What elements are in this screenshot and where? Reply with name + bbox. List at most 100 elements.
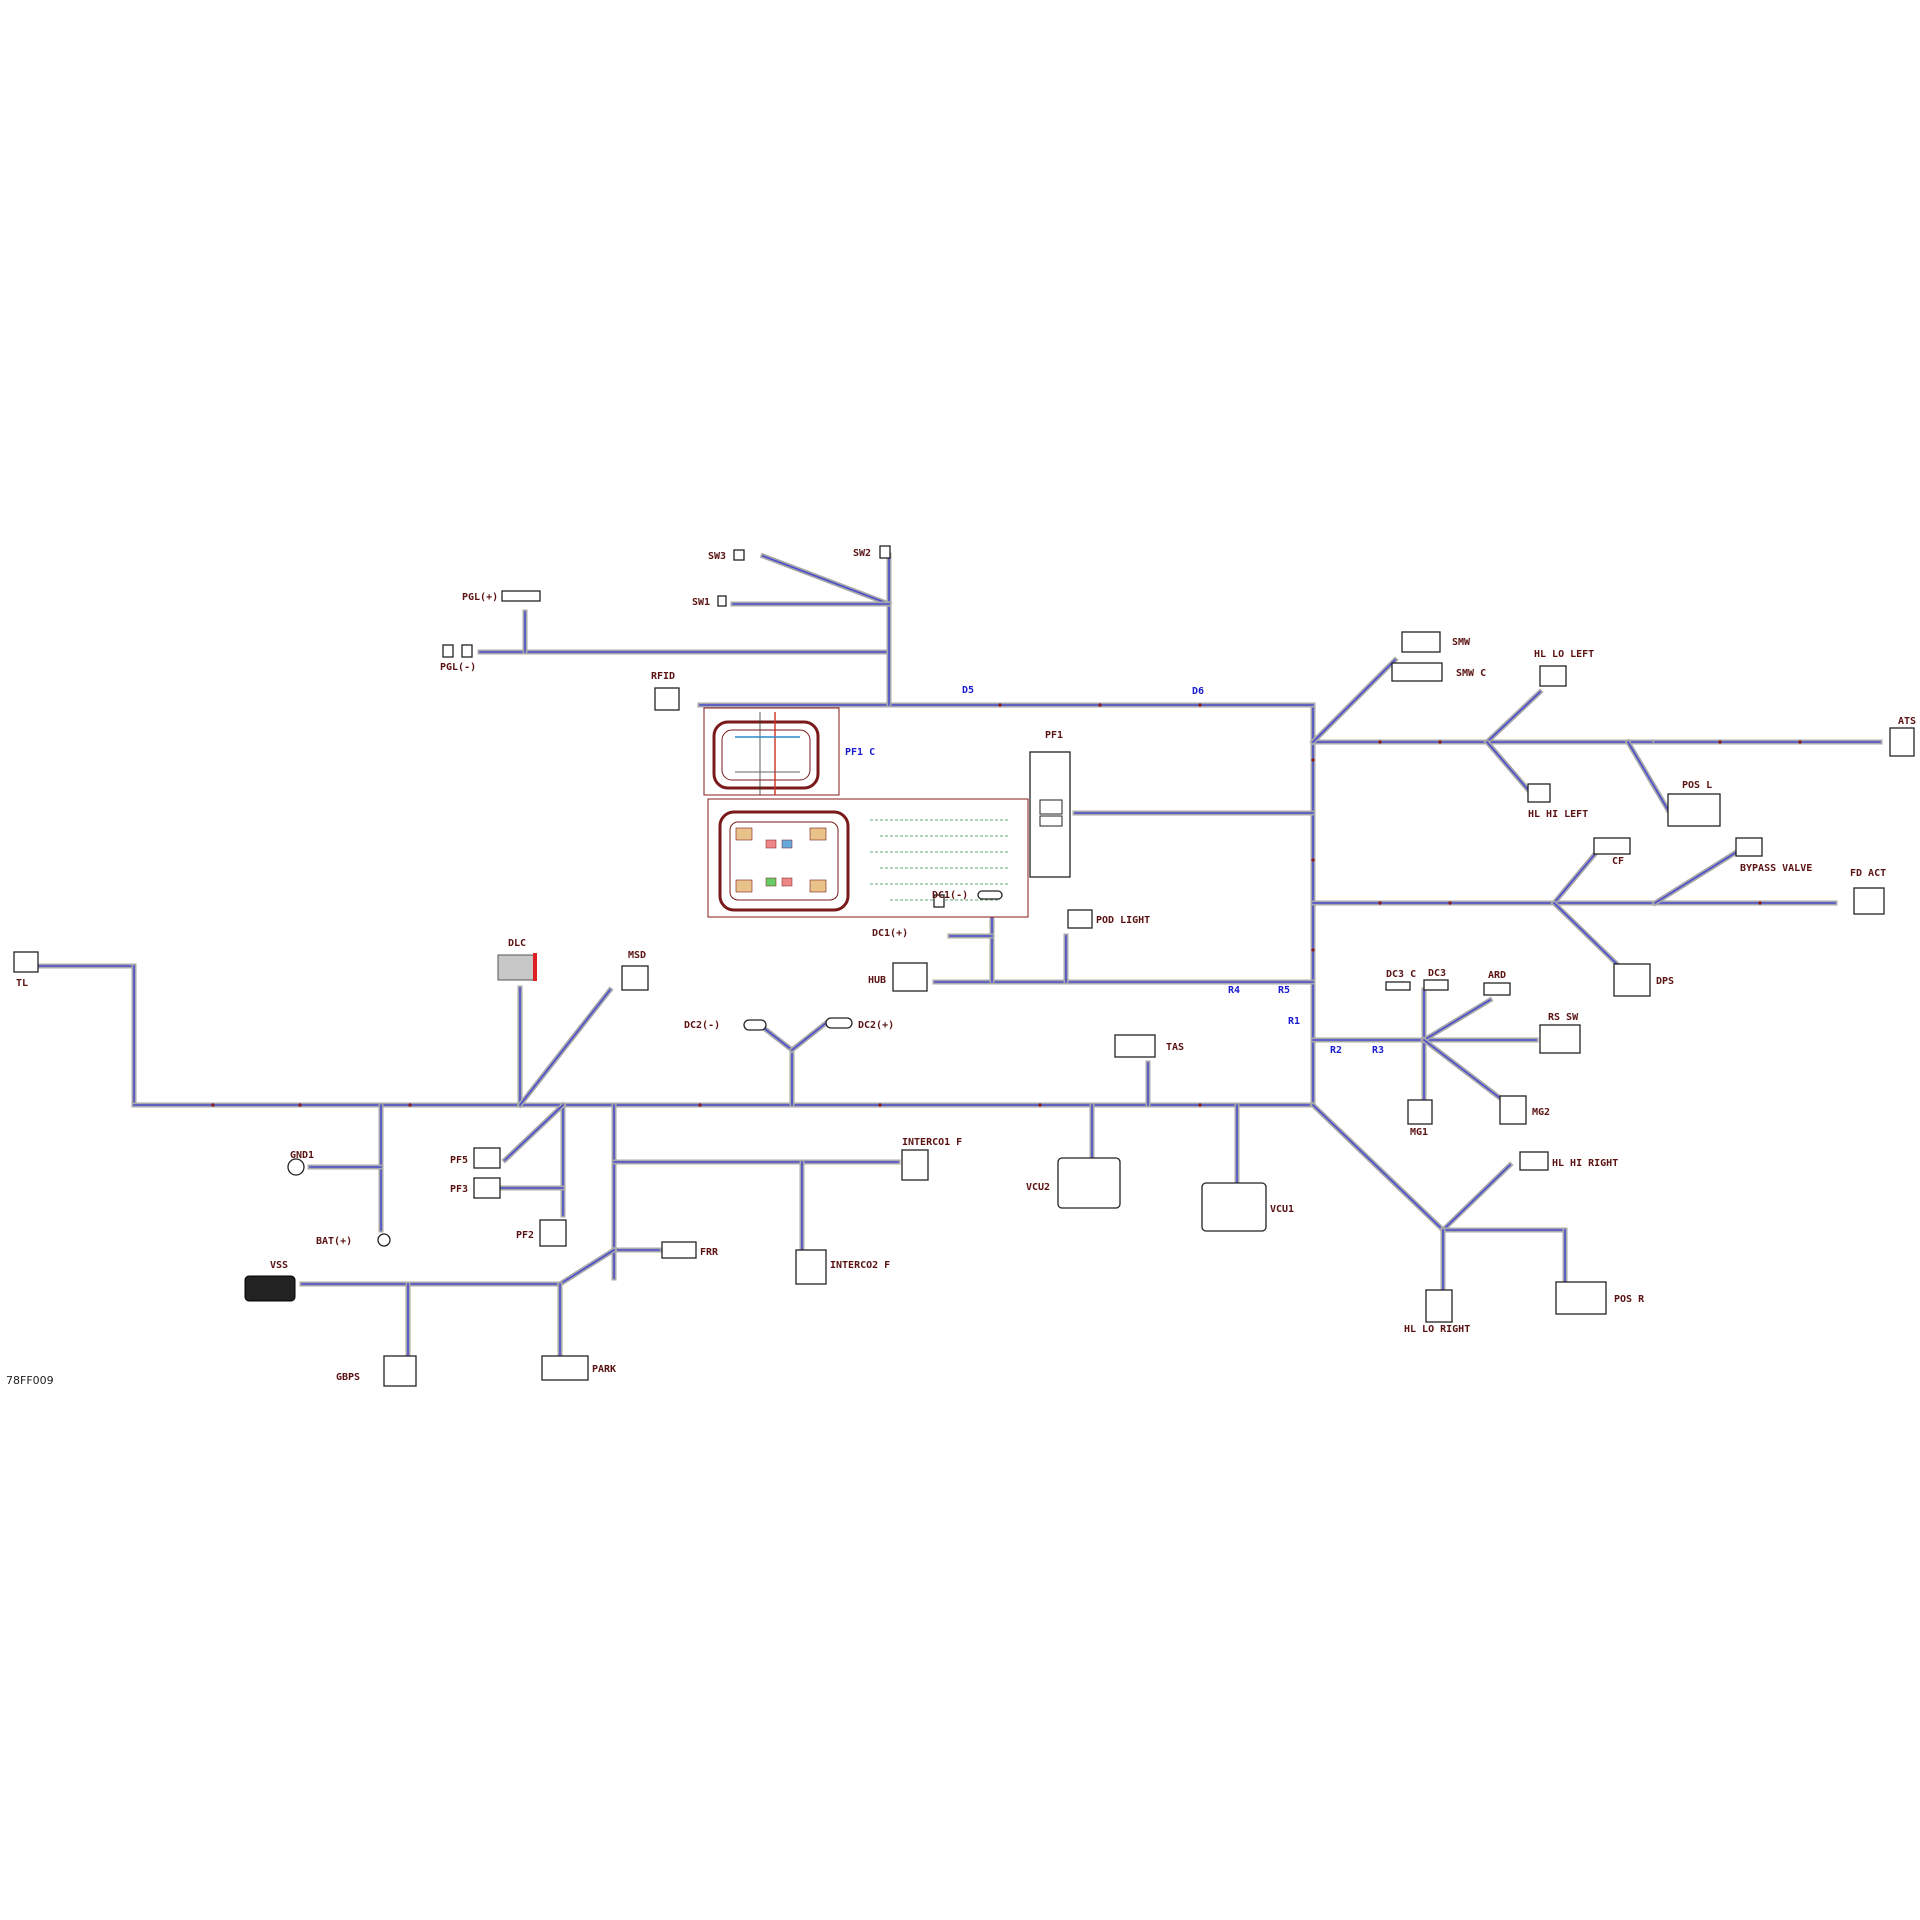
ard-label: ARD xyxy=(1488,970,1506,981)
dlc-connector-icon xyxy=(497,954,537,981)
bypass-valve-label: BYPASS VALVE xyxy=(1740,863,1812,874)
splice-point xyxy=(1311,948,1315,952)
mg1-label: MG1 xyxy=(1410,1127,1428,1138)
dc3c-label: DC3 C xyxy=(1386,969,1416,980)
cf-connector-icon xyxy=(1593,837,1631,855)
pod-light-connector-icon xyxy=(1067,909,1093,929)
splice-point xyxy=(1448,901,1452,905)
pf1-label: PF1 xyxy=(1045,730,1063,741)
dc1-minus-terminal-icon xyxy=(977,890,1003,900)
splice-point xyxy=(1378,901,1382,905)
fd-act-connector-icon xyxy=(1853,887,1885,915)
bat-plus-ring-terminal-icon xyxy=(377,1233,391,1247)
splice-point xyxy=(998,703,1002,707)
sw1-label: SW1 xyxy=(692,597,710,608)
splice-point xyxy=(1378,740,1382,744)
ats-connector-icon xyxy=(1889,727,1915,757)
hub-connector-icon xyxy=(892,962,928,992)
frr-label: FRR xyxy=(700,1247,719,1258)
fuse-layout-inset xyxy=(707,798,1029,918)
mg2-label: MG2 xyxy=(1532,1107,1550,1118)
pos-r-label: POS R xyxy=(1614,1294,1645,1305)
wire-core xyxy=(790,1021,828,1052)
wire-core xyxy=(558,1248,616,1286)
connector-labels: SW3 SW2 SW1 PGL(+) PGL(-) RFID PF1 C PF1… xyxy=(6,548,1916,1387)
gbps-label: GBPS xyxy=(336,1372,360,1383)
mg1-connector-icon xyxy=(1407,1099,1433,1125)
splice-r1-label: R1 xyxy=(1288,1016,1300,1027)
mg2-connector-icon xyxy=(1499,1095,1527,1125)
splice-point xyxy=(1198,1103,1202,1107)
sw2-connector-icon xyxy=(879,545,891,559)
pgl-plus-label: PGL(+) xyxy=(462,592,498,603)
dps-connector-icon xyxy=(1613,963,1651,997)
interco2f-connector-icon xyxy=(795,1249,827,1285)
splice-d5-label: D5 xyxy=(962,685,974,696)
pf5-connector-icon xyxy=(473,1147,501,1169)
ats-label: ATS xyxy=(1898,716,1916,727)
splice-point xyxy=(298,1103,302,1107)
interco2f-label: INTERCO2 F xyxy=(830,1260,890,1271)
vcu1-connector-icon xyxy=(1201,1182,1267,1232)
vcu2-connector-icon xyxy=(1057,1157,1121,1209)
vss-connector-icon xyxy=(244,1275,296,1302)
park-connector-icon xyxy=(541,1355,589,1381)
sw3-label: SW3 xyxy=(708,551,726,562)
smw-label: SMW xyxy=(1452,637,1471,648)
wire-core xyxy=(1422,998,1492,1042)
splice-r5-label: R5 xyxy=(1278,985,1290,996)
rs-sw-connector-icon xyxy=(1539,1024,1581,1054)
wire-core xyxy=(518,988,612,1107)
fd-act-label: FD ACT xyxy=(1850,868,1886,879)
splice-point xyxy=(878,1103,882,1107)
figure-id: 78FF009 xyxy=(6,1374,54,1387)
splice-point xyxy=(698,1103,702,1107)
hl-lo-left-label: HL LO LEFT xyxy=(1534,649,1594,660)
dps-label: DPS xyxy=(1656,976,1674,987)
splice-point xyxy=(1758,901,1762,905)
splice-point xyxy=(1198,703,1202,707)
hub-label: HUB xyxy=(868,975,886,986)
wire-core xyxy=(1311,1103,1445,1232)
pos-r-connector-icon xyxy=(1555,1281,1607,1315)
wire-core xyxy=(503,1103,565,1162)
dlc-accent-icon xyxy=(533,953,537,981)
pf5-label: PF5 xyxy=(450,1155,468,1166)
splice-r4-label: R4 xyxy=(1228,985,1240,996)
splice-point xyxy=(1038,1103,1042,1107)
wire-core xyxy=(1552,901,1622,969)
splice-point xyxy=(1311,758,1315,762)
interco1f-label: INTERCO1 F xyxy=(902,1137,962,1148)
hl-hi-left-connector-icon xyxy=(1527,783,1551,803)
splice-point xyxy=(408,1103,412,1107)
rfid-connector-icon xyxy=(654,687,680,711)
dc1-plus-label: DC1(+) xyxy=(872,928,908,939)
connector-icons xyxy=(13,545,1915,1387)
gnd1-ring-terminal-icon xyxy=(287,1158,305,1176)
park-label: PARK xyxy=(592,1364,616,1375)
frr-connector-icon xyxy=(661,1241,697,1259)
gbps-connector-icon xyxy=(383,1355,417,1387)
dc1-plus-terminal-icon xyxy=(933,894,945,908)
hl-lo-right-connector-icon xyxy=(1425,1289,1453,1323)
pf3-label: PF3 xyxy=(450,1184,468,1195)
wire-core xyxy=(1441,1163,1512,1232)
pgl-plus-connector-icon xyxy=(501,590,541,602)
tl-connector-icon xyxy=(13,951,39,973)
pos-l-connector-icon xyxy=(1667,793,1721,827)
dc3-label: DC3 xyxy=(1428,968,1446,979)
vcu2-label: VCU2 xyxy=(1026,1182,1050,1193)
hl-lo-right-label: HL LO RIGHT xyxy=(1404,1324,1470,1335)
interco1f-connector-icon xyxy=(901,1149,929,1181)
sw1-connector-icon xyxy=(717,595,727,607)
smwc-connector-icon xyxy=(1391,662,1443,682)
splice-r2-label: R2 xyxy=(1330,1045,1342,1056)
dc3c-connector-icon xyxy=(1385,981,1411,991)
dc1-minus-label: DC1(-) xyxy=(932,890,968,901)
rs-sw-label: RS SW xyxy=(1548,1012,1579,1023)
wire-core xyxy=(761,554,891,606)
bat-plus-label: BAT(+) xyxy=(316,1236,352,1247)
pf1c-fuse-box-inset xyxy=(703,707,840,796)
dc2-minus-terminal-icon xyxy=(743,1019,767,1031)
hl-lo-left-connector-icon xyxy=(1539,665,1567,687)
